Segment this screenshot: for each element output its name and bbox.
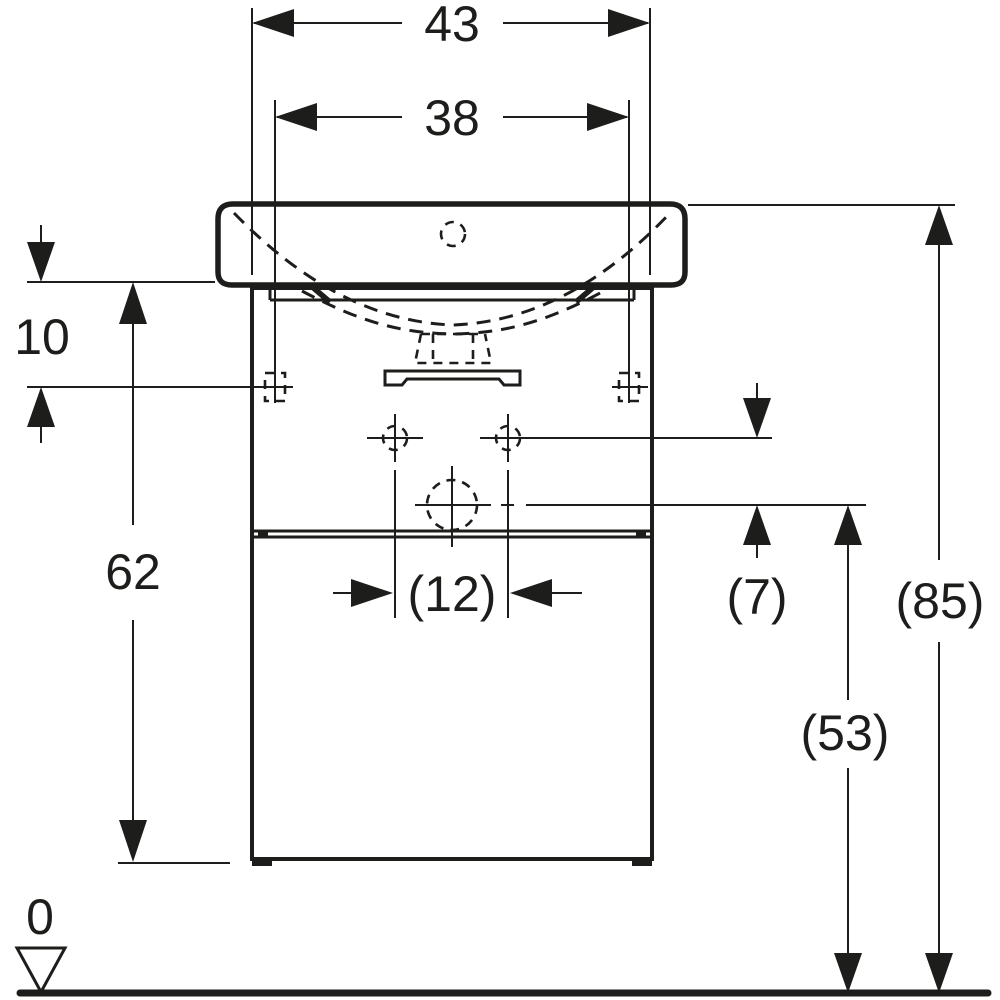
dimension-width-fixing-holes: 38 — [274, 90, 630, 403]
dimension-height-holes-to-drain: (7) — [726, 383, 788, 625]
cabinet-feet — [252, 857, 652, 866]
dim-label-53: (53) — [801, 705, 890, 761]
drain-fitting-hidden-lines — [413, 332, 493, 365]
connection-hole-left — [367, 414, 423, 462]
reference-lines-left — [27, 281, 293, 388]
dim-label-0: 0 — [26, 889, 54, 945]
dimension-width-drain-offset: (12) — [333, 470, 582, 622]
dimension-height-drain-from-floor: (53) — [801, 505, 890, 993]
tap-hole-icon — [439, 220, 467, 248]
dim-label-12: (12) — [408, 566, 497, 622]
dim-label-43: 43 — [424, 0, 480, 52]
siphon-cutout-bar — [383, 369, 522, 387]
basin-bowl-hidden-lines — [232, 211, 672, 336]
dimension-height-total: (85) — [688, 204, 985, 993]
dim-label-7: (7) — [726, 569, 787, 625]
dimension-height-apron: 10 — [14, 225, 70, 443]
dim-label-38: 38 — [424, 90, 480, 146]
connection-hole-right — [480, 414, 772, 462]
dimension-width-outer: 43 — [251, 0, 651, 275]
cabinet-outline — [250, 286, 654, 861]
drain-outlet-circle — [415, 466, 866, 547]
dim-label-10: 10 — [14, 309, 70, 365]
dim-label-85: (85) — [896, 573, 985, 629]
washbasin-outline — [215, 201, 688, 288]
dimension-height-cabinet: 62 — [105, 282, 230, 864]
dim-label-62: 62 — [105, 544, 161, 600]
datum-zero-marker: 0 — [14, 889, 68, 996]
